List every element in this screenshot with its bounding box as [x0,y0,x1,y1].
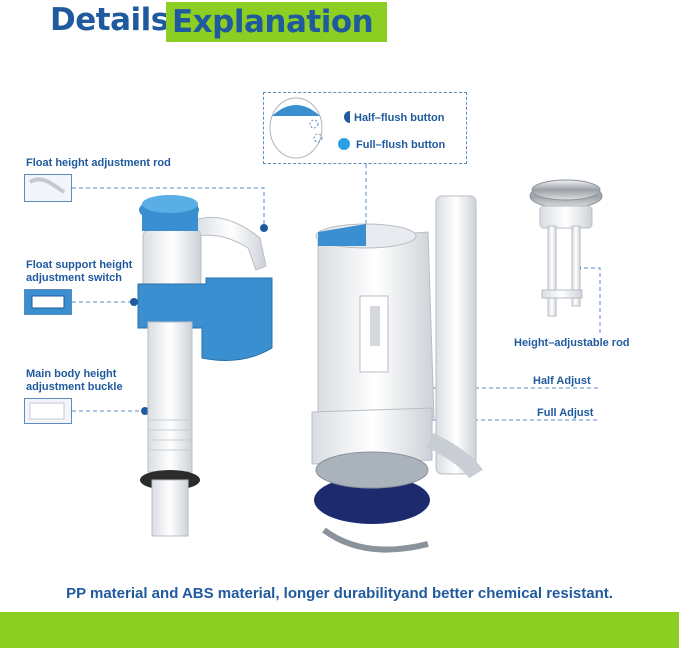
fill-valve [137,195,273,537]
full-flush-icon [338,138,350,150]
half-flush-icon [344,111,350,123]
label-buckle-1: Main body height [26,368,117,380]
title-details: Details [50,2,169,38]
label-full-flush: Full–flush button [356,139,446,151]
flush-button-inset [263,92,467,164]
flush-valve [311,195,483,553]
thumb-buckle-art [29,402,65,420]
title-explanation: Explanation [166,2,388,42]
label-height-rod: Height–adjustable rod [514,337,630,349]
thumb-switch-art [31,295,65,309]
label-float-switch-1: Float support height [26,259,133,271]
thumb-float-rod [24,174,72,202]
label-full-adjust: Full Adjust [537,407,594,419]
footer-bar [0,612,679,648]
flush-button-art [269,97,350,159]
label-float-switch-2: adjustment switch [26,272,122,284]
label-buckle-2: adjustment buckle [26,381,123,393]
label-half-adjust: Half Adjust [533,375,591,387]
label-float-rod: Float height adjustment rod [26,157,171,169]
push-button-assembly [529,179,603,317]
thumb-float-rod-art [28,177,66,194]
label-half-flush: Half–flush button [354,112,445,124]
footer-material-text: PP material and ABS material, longer dur… [66,585,613,602]
